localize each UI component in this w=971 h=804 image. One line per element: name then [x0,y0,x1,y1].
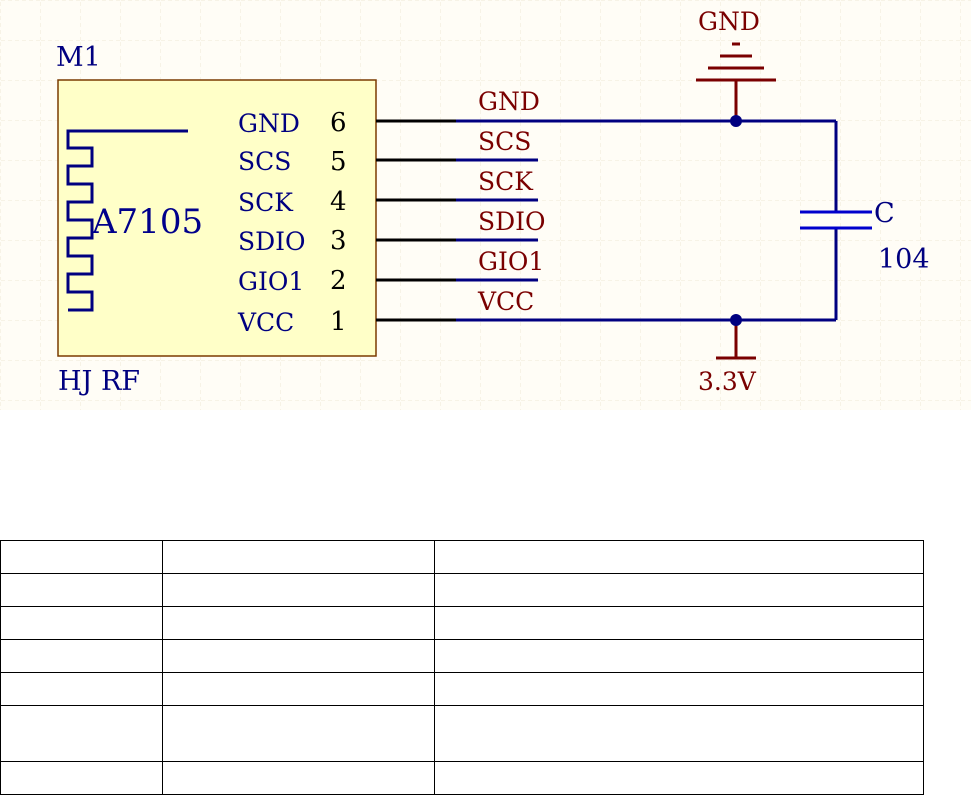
pin-name: GIO1 [238,267,304,296]
pin-number: 2 [330,266,347,296]
capacitor-designator: C [874,198,895,229]
table-row [0,606,924,640]
table-row [0,672,924,706]
pin-number: 6 [330,108,347,138]
table-cell [0,761,163,795]
net-label: SCS [478,127,531,156]
table-row [0,705,924,762]
power-label: 3.3V [698,367,757,396]
table-cell [162,606,435,640]
table-cell [434,672,924,706]
pin-number: 5 [330,147,347,177]
table-cell [434,705,924,762]
ground-symbol [696,42,776,121]
module-footer: HJ RF [58,366,140,397]
module-designator: M1 [56,42,101,73]
pin-name: SCK [238,188,294,217]
net-label: GIO1 [478,247,544,276]
pin-number: 1 [330,307,347,337]
pin-number: 4 [330,187,347,217]
table-cell [434,639,924,673]
table-row [0,639,924,673]
capacitor-symbol [800,210,872,230]
table-cell [0,639,163,673]
table-cell [162,573,435,607]
pin-numbers: 6 5 4 3 2 1 [330,108,347,337]
antenna-icon [66,129,188,312]
table-cell [0,606,163,640]
table-cell [434,606,924,640]
table-cell [434,540,924,574]
table-cell [434,761,924,795]
table-cell [0,540,163,574]
net-label: SDIO [478,207,546,236]
power-symbol [716,320,756,360]
net-wires [456,119,838,322]
table-cell [162,540,435,574]
table-row [0,761,924,795]
junction-gnd [730,115,742,127]
schematic-diagram: M1 HJ RF A7105 GND SCS SCK SDIO GIO1 VCC… [0,0,971,410]
junction-vcc [730,314,742,326]
table-cell [162,761,435,795]
net-label: VCC [477,287,534,316]
net-label: GND [478,87,540,116]
net-label: SCK [478,167,534,196]
pin-names: GND SCS SCK SDIO GIO1 VCC [237,109,306,337]
table-cell [162,705,435,762]
pin-name: SDIO [238,227,306,256]
pin-number: 3 [330,226,347,256]
pin-name: VCC [237,308,294,337]
table-cell [0,573,163,607]
pin-table [0,540,924,795]
capacitor-value: 104 [878,244,930,275]
net-labels: GND SCS SCK SDIO GIO1 VCC [477,87,546,316]
pin-name: SCS [238,147,291,176]
table-cell [0,705,163,762]
table-cell [0,672,163,706]
pin-leads [376,119,456,322]
ground-label: GND [698,7,760,36]
table-cell [162,639,435,673]
table-row [0,540,924,574]
chip-name: A7105 [91,202,203,242]
module-body [57,79,377,357]
table-cell [434,573,924,607]
table-row [0,573,924,607]
table-cell [162,672,435,706]
pin-name: GND [238,109,300,138]
